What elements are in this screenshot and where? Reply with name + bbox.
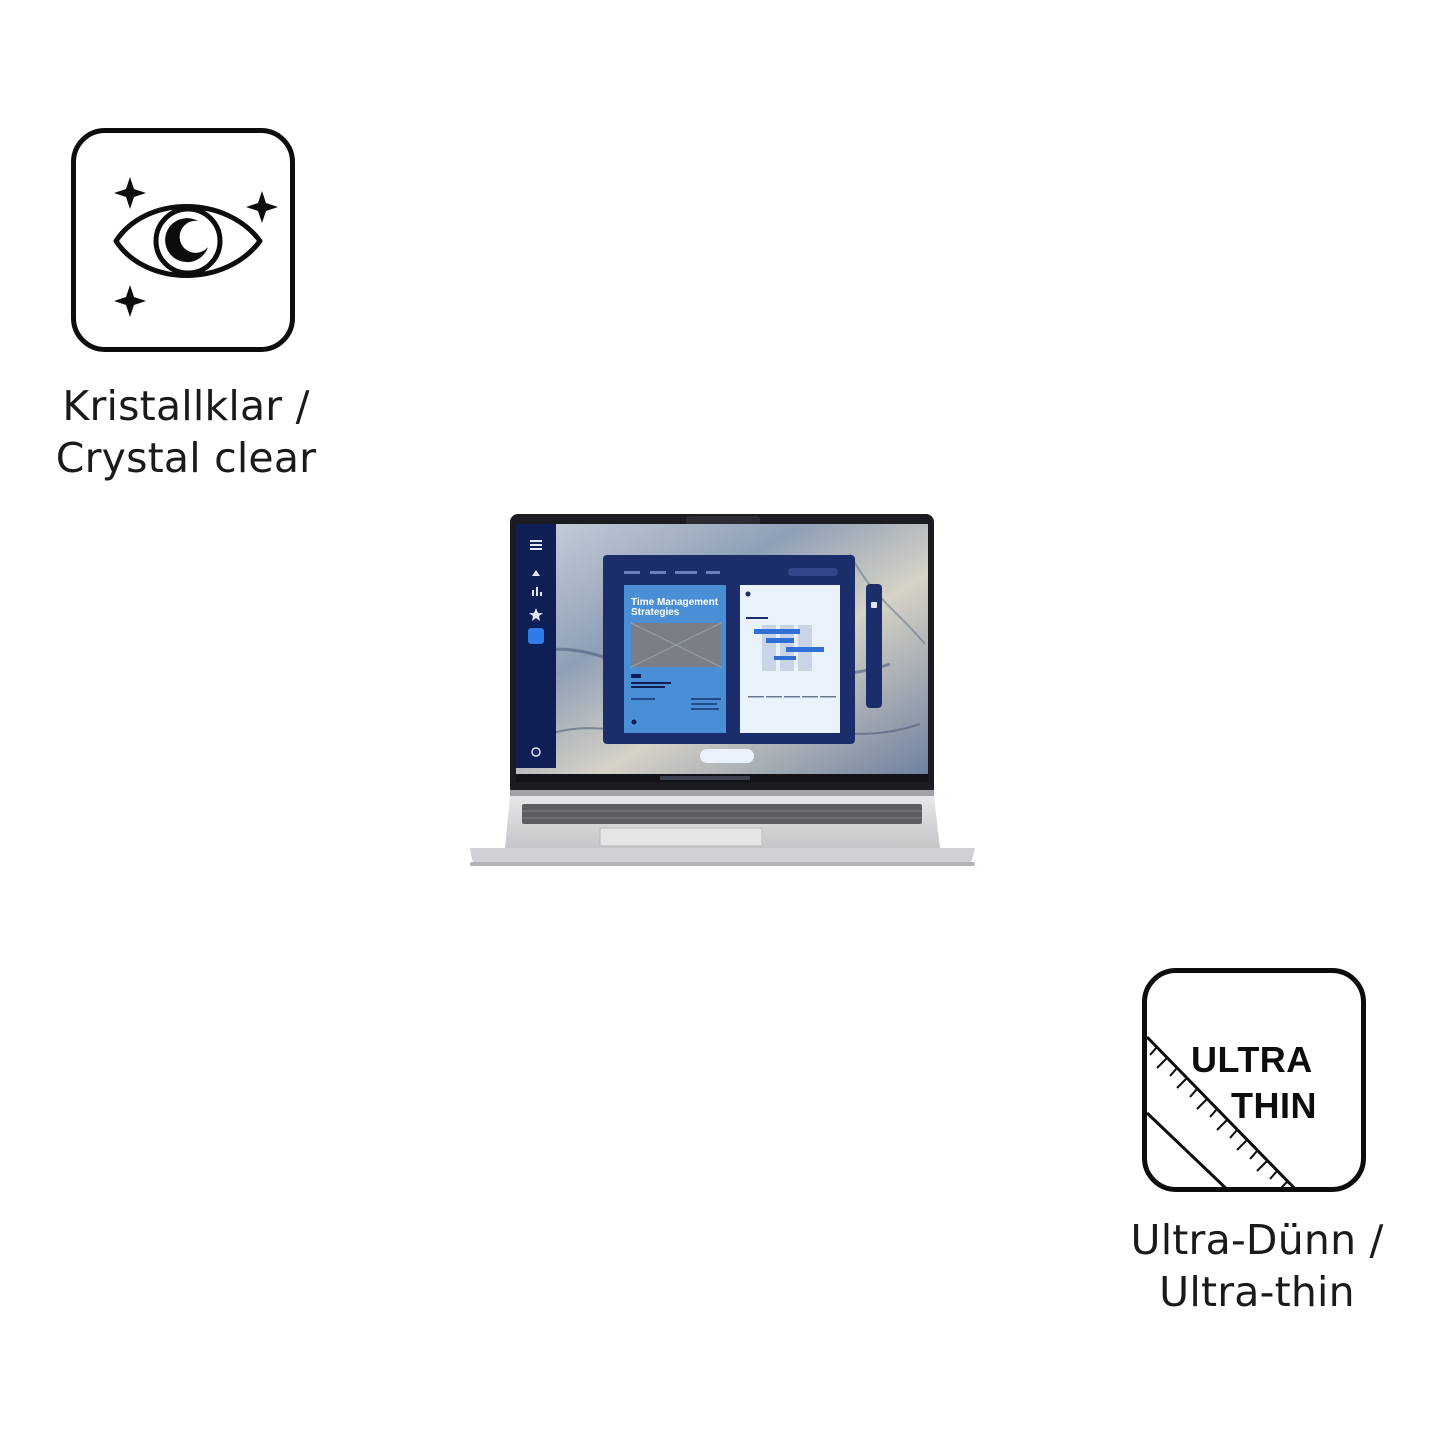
tool-palette <box>866 584 882 708</box>
feature-ultra-thin: ULTRA THIN Ultra-Dünn / Ultra-thin <box>1122 968 1392 1318</box>
app-sidebar <box>516 524 556 768</box>
caption-line-2: Ultra-thin <box>1159 1268 1355 1316</box>
ultra-label: ULTRA <box>1191 1039 1313 1080</box>
caption-line-1: Kristallklar / <box>62 382 310 430</box>
ultra-thin-caption: Ultra-Dünn / Ultra-thin <box>1122 1214 1392 1318</box>
slide-title-line-2: Strategies <box>631 607 680 618</box>
eye-sparkle-icon <box>113 177 278 317</box>
slide-title-line-1: Time Management <box>631 597 719 608</box>
laptop-image: Time Management Strategies <box>470 514 975 866</box>
caption-line-1: Ultra-Dünn / <box>1130 1216 1384 1264</box>
feature-crystal-clear: Kristallklar / Crystal clear <box>55 128 317 484</box>
thin-label: THIN <box>1231 1085 1317 1126</box>
ultra-thin-badge: ULTRA THIN <box>1142 968 1366 1192</box>
ruler-ultra-thin-icon <box>1147 1035 1296 1187</box>
caption-line-2: Crystal clear <box>55 434 317 482</box>
crystal-clear-caption: Kristallklar / Crystal clear <box>55 380 317 484</box>
crystal-clear-badge <box>71 128 295 352</box>
